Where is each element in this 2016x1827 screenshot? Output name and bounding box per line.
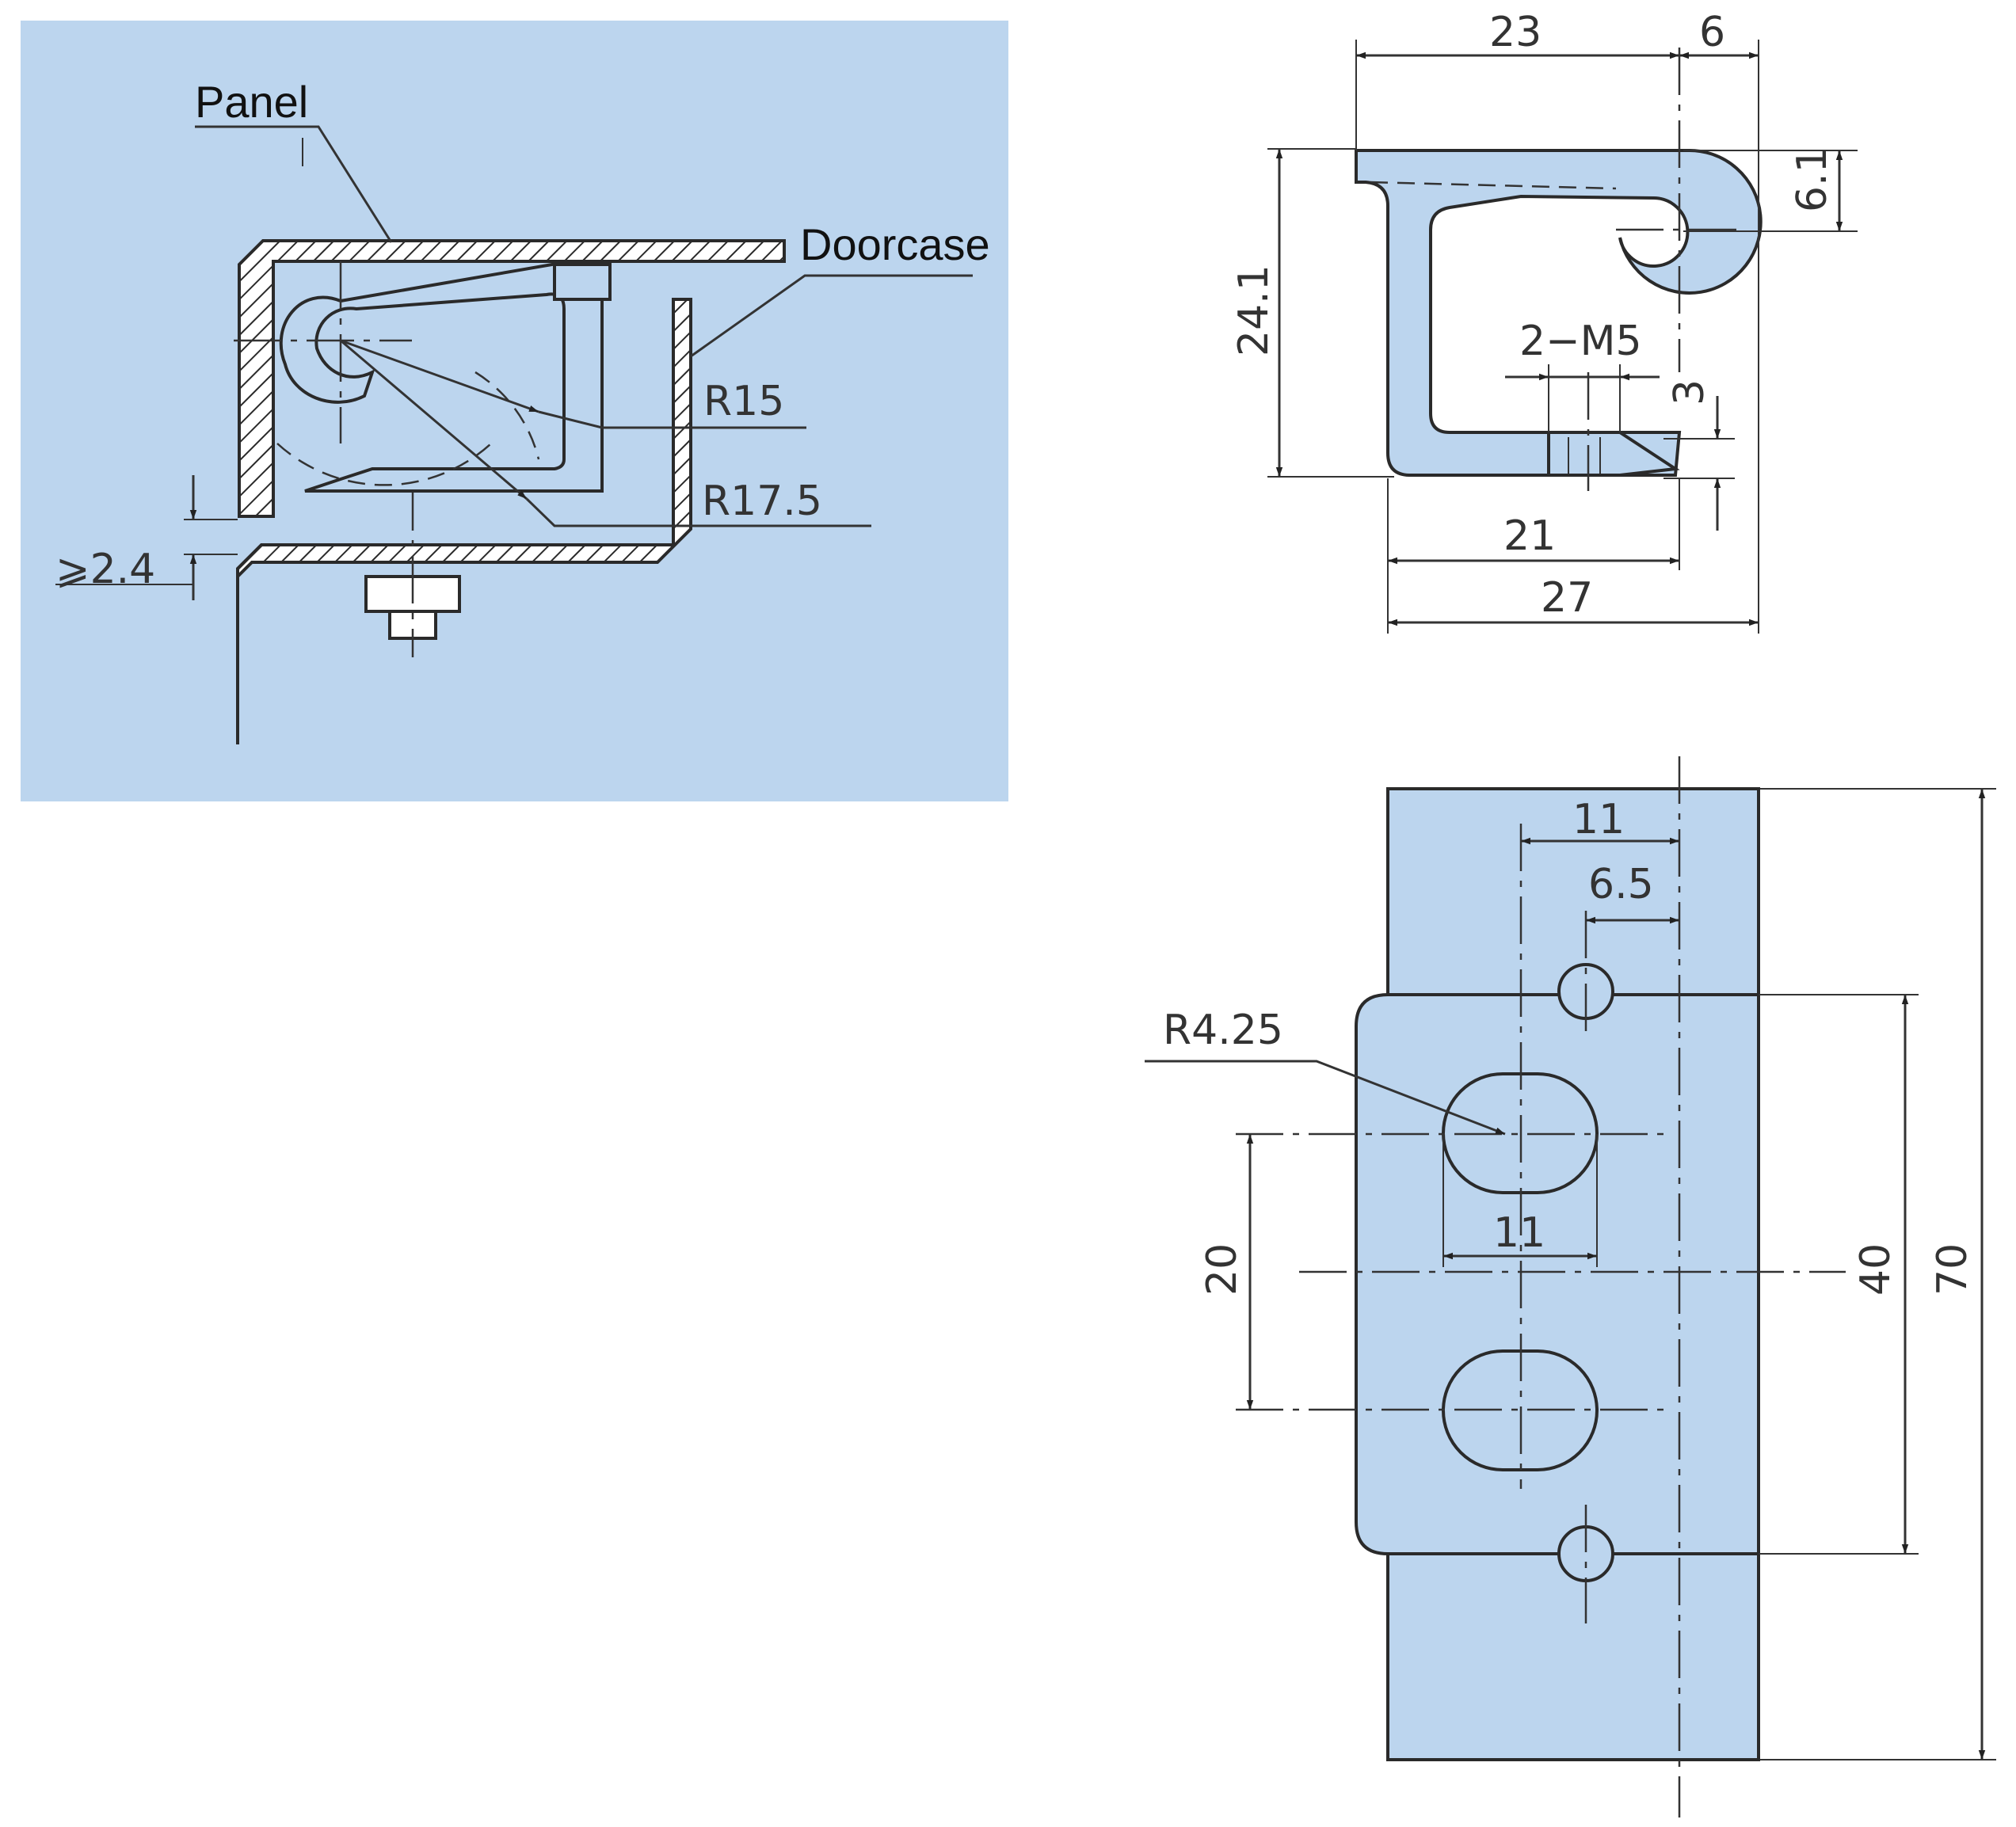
knuckle-bottom <box>1386 1551 1760 1761</box>
dim-r15: R15 <box>703 378 784 425</box>
dim-6: 6 <box>1699 9 1725 56</box>
side-view: 23 6 6.1 24.1 2−M5 3 21 27 <box>1230 9 1858 634</box>
hinge-side-profile <box>1355 148 1763 477</box>
front-view: 11 6.5 R4.25 11 20 40 70 <box>1145 756 1996 1817</box>
panel-wall <box>236 298 692 744</box>
label-panel: Panel <box>195 77 308 127</box>
dim-2-m5: 2−M5 <box>1519 318 1642 365</box>
dim-11-slot: 11 <box>1493 1209 1545 1257</box>
dim-3: 3 <box>1666 379 1713 405</box>
section-view-background <box>21 21 1008 801</box>
label-doorcase: Doorcase <box>800 219 990 269</box>
dim-11-top: 11 <box>1572 796 1625 843</box>
panel-section <box>238 239 786 518</box>
dim-24-1: 24.1 <box>1230 265 1278 356</box>
hinge-leaf-top-tab <box>553 263 612 301</box>
dim-gap-min: ⩾2.4 <box>55 546 155 593</box>
dim-20: 20 <box>1199 1243 1246 1296</box>
dim-27: 27 <box>1541 574 1593 622</box>
dim-6-5: 6.5 <box>1588 861 1654 908</box>
dim-r4-25: R4.25 <box>1163 1007 1283 1054</box>
tapped-boss <box>1547 431 1680 477</box>
dim-6-1: 6.1 <box>1789 147 1836 212</box>
section-view: Panel Doorcase R15 R17.5 ⩾2.4 <box>21 21 1008 801</box>
dim-21: 21 <box>1503 512 1556 560</box>
dim-r17-5: R17.5 <box>702 478 822 525</box>
dim-23: 23 <box>1489 9 1542 56</box>
knuckle-top <box>1386 787 1760 998</box>
dim-70: 70 <box>1929 1243 1976 1296</box>
dim-40: 40 <box>1852 1243 1900 1296</box>
